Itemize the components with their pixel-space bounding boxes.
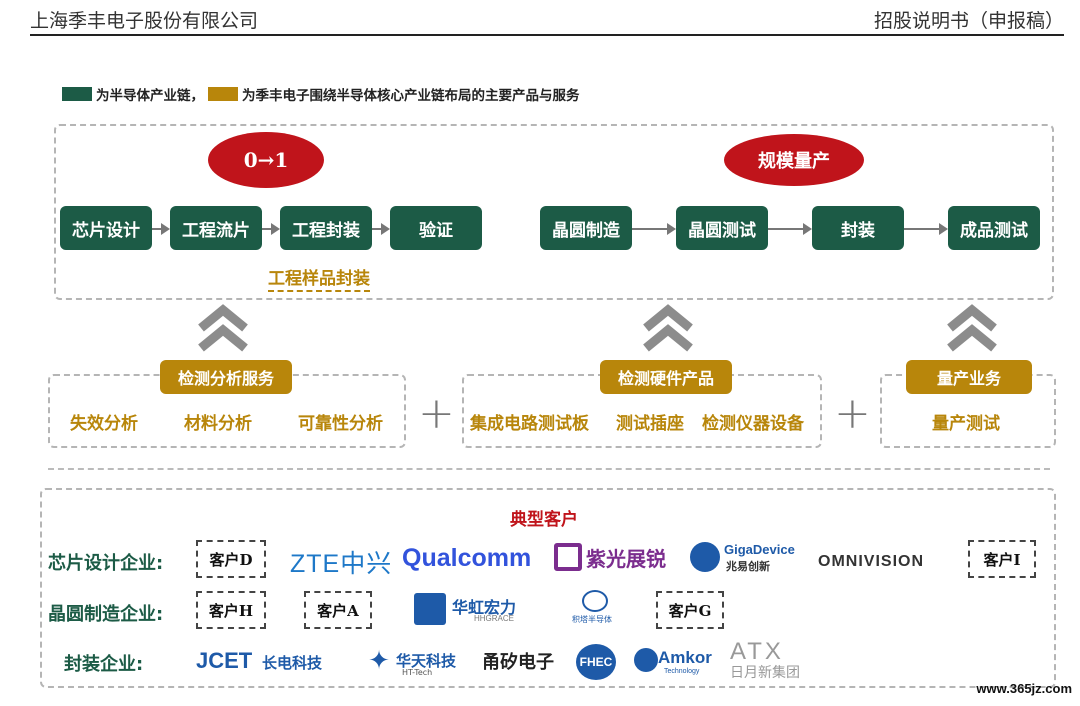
gta-logo: 积塔半导体 bbox=[572, 615, 612, 624]
customer-i: 客户I bbox=[968, 540, 1036, 578]
service-title-inspection-analysis: 检测分析服务 bbox=[160, 360, 292, 394]
engineering-sample-packaging-label: 工程样品封装 bbox=[268, 264, 370, 292]
fhec-cn-logo: 甬矽电子 bbox=[482, 652, 554, 673]
legend-gold-swatch bbox=[208, 87, 238, 101]
step-engineering-packaging: 工程封装 bbox=[280, 206, 372, 250]
service-title-mass-production: 量产业务 bbox=[906, 360, 1032, 394]
customers-title: 典型客户 bbox=[510, 510, 578, 530]
unisoc-icon bbox=[554, 543, 582, 571]
step-verification: 验证 bbox=[390, 206, 482, 250]
double-chevron-up-icon bbox=[642, 304, 694, 354]
arrow-icon bbox=[152, 223, 170, 235]
service-item-ic-test-board: 集成电路测试板 bbox=[470, 414, 589, 434]
step-wafer-fab: 晶圆制造 bbox=[540, 206, 632, 250]
step-chip-design: 芯片设计 bbox=[60, 206, 152, 250]
step-packaging: 封装 bbox=[812, 206, 904, 250]
plus-icon: + bbox=[834, 388, 871, 439]
double-chevron-up-icon bbox=[197, 304, 249, 354]
arrow-icon bbox=[372, 223, 390, 235]
company-name: 上海季丰电子股份有限公司 bbox=[30, 10, 259, 32]
atx-cn-logo: 日月新集团 bbox=[730, 665, 800, 681]
customer-h: 客户H bbox=[196, 591, 266, 629]
hhgrace-en-logo: HHGRACE bbox=[474, 614, 515, 623]
customer-d: 客户D bbox=[196, 540, 266, 578]
huatian-en-logo: HT-Tech bbox=[402, 668, 433, 677]
amkor-tech-logo: Technology bbox=[664, 668, 700, 675]
arrow-icon bbox=[768, 223, 812, 235]
service-item-reliability-analysis: 可靠性分析 bbox=[298, 414, 383, 434]
arrow-icon bbox=[262, 223, 280, 235]
arrow-icon bbox=[632, 223, 676, 235]
step-wafer-test: 晶圆测试 bbox=[676, 206, 768, 250]
service-title-test-hardware: 检测硬件产品 bbox=[600, 360, 732, 394]
watermark: www.365jz.com bbox=[976, 681, 1072, 696]
row-label-wafer-fab: 晶圆制造企业: bbox=[48, 604, 164, 625]
document-title: 招股说明书（申报稿） bbox=[873, 10, 1064, 32]
service-item-test-equipment: 检测仪器设备 bbox=[702, 414, 804, 434]
customer-a: 客户A bbox=[304, 591, 372, 629]
omnivision-logo: OMNIVISION bbox=[818, 553, 925, 570]
jcet-cn-logo: 长电科技 bbox=[262, 654, 323, 672]
gigadevice-icon bbox=[690, 542, 720, 572]
huatian-logo: 华天科技 bbox=[396, 652, 457, 670]
legend: 为半导体产业链， 为季丰电子围绕半导体核心产业链布局的主要产品与服务 bbox=[62, 84, 580, 104]
step-engineering-tapeout: 工程流片 bbox=[170, 206, 262, 250]
gigadevice-logo: GigaDevice bbox=[724, 542, 795, 557]
plus-icon: + bbox=[418, 388, 455, 439]
gta-icon bbox=[582, 590, 608, 612]
atx-logo: ATX bbox=[730, 638, 784, 665]
huatian-star-icon: ✦ bbox=[368, 646, 390, 676]
legend-green-swatch bbox=[62, 87, 92, 101]
mass-production-badge: 规模量产 bbox=[724, 134, 864, 186]
header-divider bbox=[30, 34, 1064, 36]
service-item-failure-analysis: 失效分析 bbox=[70, 414, 138, 434]
fhec-logo: FHEC bbox=[576, 644, 616, 680]
legend-gold-label: 为季丰电子围绕半导体核心产业链布局的主要产品与服务 bbox=[242, 88, 580, 104]
customer-g: 客户G bbox=[656, 591, 724, 629]
qualcomm-logo: Qualcomm bbox=[402, 544, 532, 572]
row-label-packaging: 封装企业: bbox=[64, 654, 144, 675]
amkor-icon bbox=[634, 648, 658, 672]
unisoc-logo: 紫光展锐 bbox=[586, 547, 666, 571]
hhgrace-icon bbox=[414, 593, 446, 625]
amkor-logo: Amkor bbox=[658, 648, 712, 667]
service-item-mass-production-test: 量产测试 bbox=[932, 414, 1000, 434]
value-chain-box bbox=[54, 124, 1054, 300]
customers-box bbox=[40, 488, 1056, 688]
prototype-stage-badge: 0→1 bbox=[208, 132, 324, 188]
double-chevron-up-icon bbox=[946, 304, 998, 354]
legend-green-label: 为半导体产业链， bbox=[96, 88, 204, 104]
zte-logo: ZTE中兴 bbox=[290, 550, 393, 578]
service-item-test-socket: 测试插座 bbox=[616, 414, 684, 434]
step-final-test: 成品测试 bbox=[948, 206, 1040, 250]
jcet-logo: JCET bbox=[196, 648, 253, 673]
service-item-material-analysis: 材料分析 bbox=[184, 414, 252, 434]
gigadevice-cn-logo: 兆易创新 bbox=[726, 560, 770, 573]
section-divider bbox=[48, 468, 1050, 470]
row-label-chip-design: 芯片设计企业: bbox=[48, 553, 164, 574]
arrow-icon bbox=[904, 223, 948, 235]
hhgrace-logo: 华虹宏力 bbox=[452, 598, 517, 617]
